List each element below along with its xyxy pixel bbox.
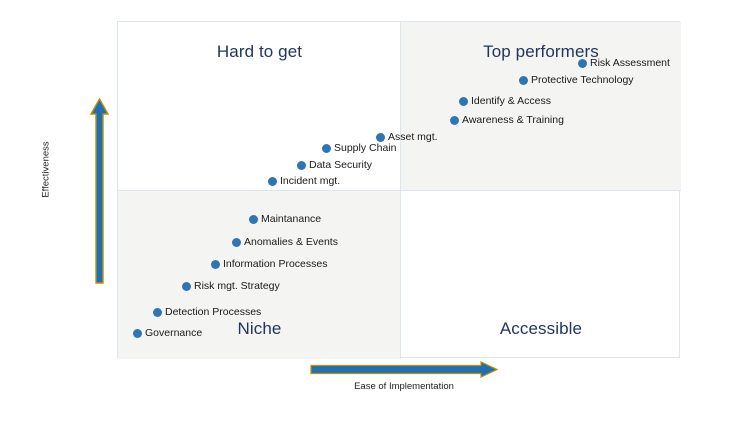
y-axis-label: Effectiveness <box>40 141 52 198</box>
data-point[interactable]: Asset mgt. <box>376 132 438 143</box>
data-point-marker-icon <box>322 143 331 153</box>
data-point-label: Asset mgt. <box>388 131 438 143</box>
data-point-marker-icon <box>376 132 385 142</box>
data-point-marker-icon <box>268 176 277 186</box>
data-point-label: Protective Technology <box>531 74 634 86</box>
data-point-label: Data Security <box>309 159 373 171</box>
data-point-marker-icon <box>133 328 142 338</box>
data-point[interactable]: Incident mgt. <box>268 176 340 187</box>
quadrant-shade-top-right <box>401 22 681 191</box>
ease-of-implementation-axis-arrow <box>310 361 499 378</box>
data-point[interactable]: Supply Chain <box>322 143 396 154</box>
data-point-label: Supply Chain <box>334 142 397 154</box>
data-point-marker-icon <box>249 214 258 224</box>
quadrant-title-niche: Niche <box>237 319 282 338</box>
data-point-label: Information Processes <box>223 258 328 270</box>
data-point-marker-icon <box>578 58 587 68</box>
data-point-marker-icon <box>519 75 528 85</box>
data-point[interactable]: Identify & Access <box>459 96 551 107</box>
data-point-label: Risk mgt. Strategy <box>194 280 280 292</box>
data-point-label: Detection Processes <box>165 306 262 318</box>
data-point[interactable]: Protective Technology <box>519 75 634 86</box>
data-point[interactable]: Risk Assessment <box>578 58 670 69</box>
data-point-marker-icon <box>459 96 468 106</box>
data-point-label: Maintanance <box>261 213 322 225</box>
data-point[interactable]: Maintanance <box>249 214 321 225</box>
data-point-label: Awareness & Training <box>462 114 564 126</box>
data-point-marker-icon <box>211 259 220 269</box>
data-point-label: Risk Assessment <box>590 57 670 69</box>
effectiveness-axis-arrow <box>89 97 110 284</box>
data-point-marker-icon <box>153 307 162 317</box>
data-point-label: Governance <box>145 327 203 339</box>
data-point-marker-icon <box>232 237 241 247</box>
data-point-marker-icon <box>182 281 191 291</box>
data-point[interactable]: Awareness & Training <box>450 115 564 126</box>
data-point-marker-icon <box>450 115 459 125</box>
quadrant-title-accessible: Accessible <box>499 319 583 338</box>
plot-area: Hard to get Top performers Niche Accessi… <box>117 21 681 359</box>
quadrant-shade-bottom-left <box>118 191 401 359</box>
data-point-label: Incident mgt. <box>280 175 341 187</box>
quadrant-divider-horizontal <box>118 190 681 191</box>
data-point[interactable]: Governance <box>133 328 202 339</box>
x-axis-label: Ease of Implementation <box>354 381 454 392</box>
data-point[interactable]: Detection Processes <box>153 307 261 318</box>
data-point-marker-icon <box>297 160 306 170</box>
data-point-label: Identify & Access <box>471 95 551 107</box>
quadrant-title-top-performers: Top performers <box>483 42 599 61</box>
data-point[interactable]: Anomalies & Events <box>232 237 338 248</box>
quadrant-title-hard-to-get: Hard to get <box>216 42 303 61</box>
data-point[interactable]: Data Security <box>297 160 372 171</box>
data-point[interactable]: Information Processes <box>211 259 327 270</box>
data-point[interactable]: Risk mgt. Strategy <box>182 281 280 292</box>
data-point-label: Anomalies & Events <box>244 236 338 248</box>
